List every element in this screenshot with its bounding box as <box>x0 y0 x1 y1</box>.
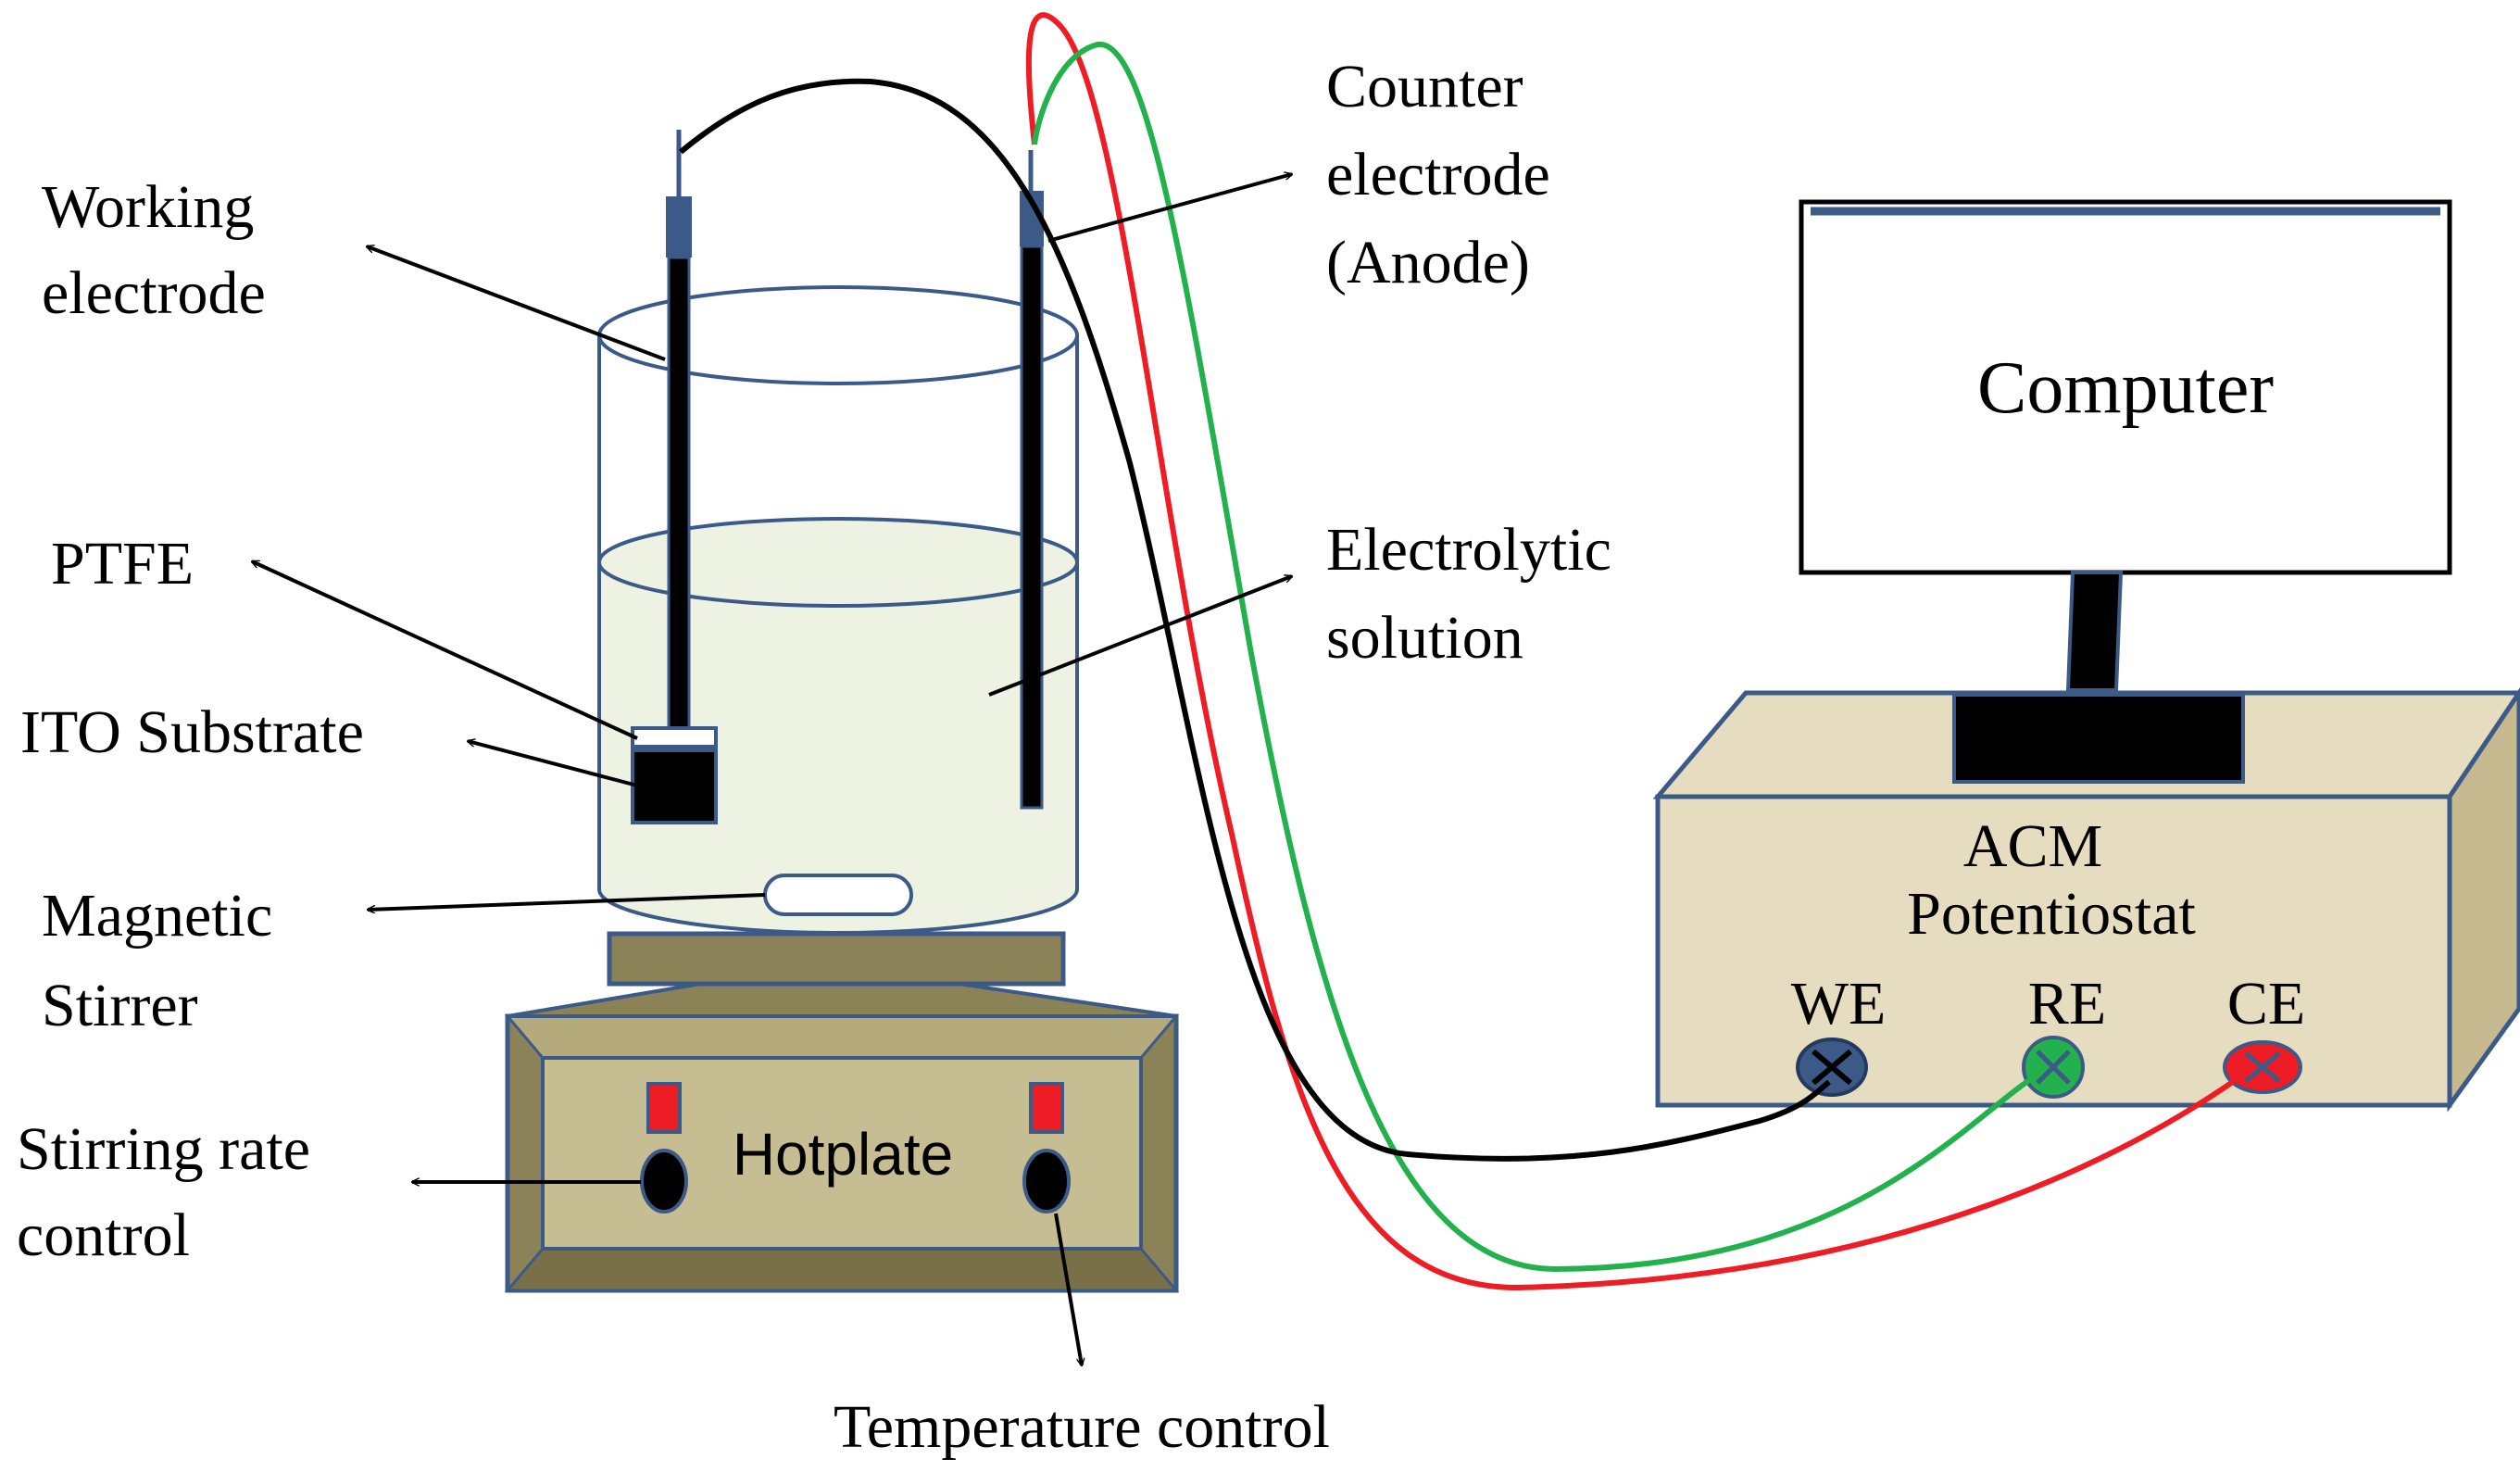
re-wire <box>1032 41 2042 1273</box>
potentiostat-label-line1: ACM <box>1963 812 2102 880</box>
arrow-temperature-control <box>1054 1213 1082 1365</box>
label-stirring-rate-2: control <box>17 1201 190 1269</box>
arrow-working-electrode <box>367 246 666 361</box>
ptfe-holder <box>631 726 718 748</box>
computer: Computer <box>1799 199 2452 692</box>
magnetic-stir-bar <box>763 874 913 916</box>
hotplate-label: Hotplate <box>733 1121 953 1188</box>
label-working-electrode-2: electrode <box>42 259 266 327</box>
computer-label: Computer <box>1977 347 2274 429</box>
port-label-we: WE <box>1791 970 1887 1038</box>
label-temperature-control: Temperature control <box>834 1393 1330 1461</box>
potentiostat-display <box>1952 693 2245 784</box>
label-counter-electrode-2: electrode <box>1326 141 1550 208</box>
label-working-electrode-1: Working <box>42 173 254 241</box>
port-label-ce: CE <box>2227 970 2305 1038</box>
label-electrolytic-solution-2: solution <box>1326 604 1523 672</box>
hotplate: Hotplate <box>504 931 1180 1293</box>
counter-electrode <box>1020 150 1044 810</box>
label-counter-electrode-1: Counter <box>1326 53 1523 120</box>
ce-wire <box>1025 12 2248 1291</box>
label-ito-substrate: ITO Substrate <box>20 698 364 766</box>
stirring-rate-knob <box>640 1149 688 1214</box>
label-ptfe: PTFE <box>51 530 194 597</box>
stirring-indicator-light <box>646 1082 682 1134</box>
label-stirring-rate-1: Stirring rate <box>17 1115 310 1183</box>
label-magnetic-stirrer-1: Magnetic <box>42 882 272 950</box>
port-we <box>1796 1038 1868 1097</box>
potentiostat-label-line2: Potentiostat <box>1907 880 2196 948</box>
arrow-magnetic-stirrer <box>368 893 766 910</box>
computer-monitor <box>1799 199 2452 575</box>
label-electrolytic-solution-1: Electrolytic <box>1326 516 1611 584</box>
working-electrode <box>631 130 718 824</box>
label-counter-electrode-3: (Anode) <box>1326 229 1530 296</box>
potentiostat: ACM Potentiostat WE RE CE <box>1652 687 2520 1113</box>
arrow-counter-electrode <box>1047 174 1292 243</box>
port-label-re: RE <box>2028 970 2106 1038</box>
we-wire <box>679 78 1831 1162</box>
arrow-ito-substrate <box>468 741 638 787</box>
ito-substrate <box>631 748 718 824</box>
label-magnetic-stirrer-2: Stirrer <box>42 972 198 1039</box>
temperature-indicator-light <box>1029 1082 1064 1134</box>
beaker <box>597 285 1079 935</box>
monitor-stand <box>2065 571 2124 692</box>
temperature-knob <box>1022 1149 1071 1214</box>
port-ce <box>2223 1040 2302 1094</box>
port-re <box>2022 1036 2085 1099</box>
arrow-electrolytic-solution <box>988 576 1292 697</box>
arrow-ptfe <box>252 560 638 740</box>
